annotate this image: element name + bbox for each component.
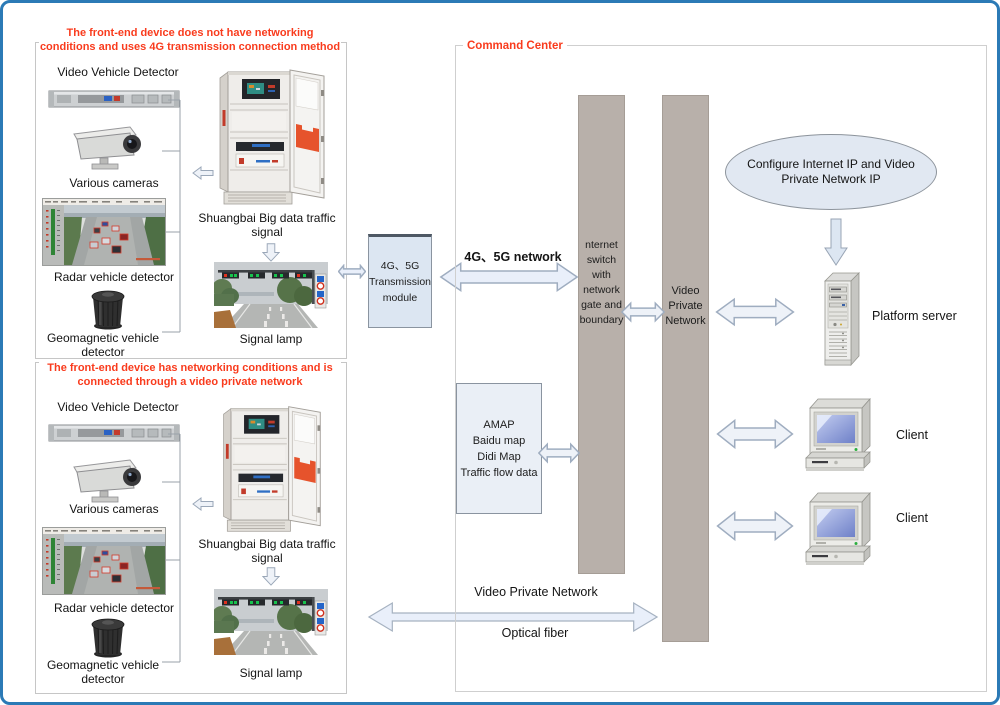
group1-title: The front-end device does not have netwo… — [39, 26, 341, 54]
client-label: Client — [896, 428, 928, 442]
video-private-network-bar: Video Private Network — [662, 95, 709, 642]
group1-bracket-line — [162, 99, 181, 333]
map-line: AMAP — [483, 418, 515, 431]
vpn-to-client-arrow-icon — [716, 509, 794, 543]
radar-detector-screenshot-icon — [42, 527, 166, 595]
group1-various-cameras-label: Various cameras — [69, 176, 159, 190]
internet-switch-bar: nternet switch with network gate and bou… — [578, 95, 625, 574]
configure-ip-ellipse: Configure Internet IP and Video Private … — [725, 134, 937, 210]
switch-to-vpn-arrow-icon — [621, 301, 665, 323]
video-private-network-bar-label: Video Private Network — [665, 285, 706, 327]
geomagnetic-detector-icon — [91, 290, 125, 330]
vpn-to-client-arrow-icon — [716, 417, 794, 451]
client-label: Client — [896, 511, 928, 525]
command-center-title: Command Center — [463, 39, 567, 53]
bullet-camera-icon — [73, 126, 141, 170]
map-line: Baidu map — [472, 434, 526, 447]
signal-cabinet-icon — [223, 406, 321, 532]
group1-signal-lamp-label: Signal lamp — [239, 332, 303, 346]
group2-cabinet-to-devices-arrow-icon — [192, 497, 214, 511]
network-arrow-label: 4G、5G network — [464, 250, 562, 264]
configure-ip-label: Configure Internet IP and Video Private … — [747, 157, 915, 186]
4g-5g-network-arrow-icon — [438, 260, 580, 294]
group2-cabinet-to-lamp-arrow-icon — [262, 567, 280, 586]
fiber-arrow-top-label: Video Private Network — [474, 585, 598, 599]
internet-switch-bar-label: nternet switch with network gate and bou… — [579, 239, 624, 326]
map-line: Didi Map — [477, 450, 521, 463]
group1-video-vehicle-detector-label: Video Vehicle Detector — [57, 65, 179, 79]
group1-cabinet-to-devices-arrow-icon — [192, 166, 214, 180]
group1-geomagnetic-detector-label: Geomagnetic vehicle detector — [46, 331, 160, 359]
optical-fiber-arrow-icon — [367, 600, 659, 634]
group1-cabinet-to-lamp-arrow-icon — [262, 243, 280, 262]
group2-signal-lamp-photo-icon — [214, 589, 328, 655]
map-line: Traffic flow data — [460, 466, 538, 479]
group2-video-vehicle-detector-label: Video Vehicle Detector — [57, 400, 179, 414]
config-down-arrow-icon — [824, 218, 848, 266]
bullet-camera-icon — [73, 459, 141, 503]
rack-server-icon — [48, 90, 180, 108]
group2-geomagnetic-detector-label: Geomagnetic vehicle detector — [46, 658, 160, 686]
platform-server-icon — [824, 272, 860, 367]
geomagnetic-detector-icon — [91, 618, 125, 658]
module-line: module — [382, 292, 418, 304]
transmission-module-box: 4G、5G Transmission module — [368, 234, 432, 328]
client-computer-icon — [805, 397, 871, 471]
module-line: 4G、5G — [380, 260, 420, 272]
group2-radar-detector-label: Radar vehicle detector — [53, 601, 175, 615]
signal-cabinet-icon — [219, 69, 325, 205]
group1-radar-detector-label: Radar vehicle detector — [53, 270, 175, 284]
map-to-switch-arrow-icon — [538, 442, 580, 464]
group1-cabinet-label: Shuangbai Big data traffic signal — [198, 211, 336, 239]
lamp-to-module-arrow-icon — [338, 264, 366, 279]
vpn-to-server-arrow-icon — [715, 296, 795, 328]
group2-various-cameras-label: Various cameras — [69, 502, 159, 516]
map-data-box: AMAP Baidu map Didi Map Traffic flow dat… — [456, 383, 542, 514]
group2-signal-lamp-label: Signal lamp — [239, 666, 303, 680]
group2-bracket-line — [162, 433, 181, 663]
radar-detector-screenshot-icon — [42, 198, 166, 266]
rack-server-icon — [48, 424, 180, 442]
platform-server-label: Platform server — [872, 309, 957, 323]
group2-cabinet-label: Shuangbai Big data traffic signal — [198, 537, 336, 565]
module-line: Transmission — [368, 276, 432, 288]
group1-signal-lamp-photo-icon — [214, 262, 328, 328]
fiber-arrow-bottom-label: Optical fiber — [501, 626, 569, 640]
command-center-box — [455, 45, 987, 692]
group2-title: The front-end device has networking cond… — [39, 361, 341, 389]
client-computer-icon — [805, 491, 871, 565]
